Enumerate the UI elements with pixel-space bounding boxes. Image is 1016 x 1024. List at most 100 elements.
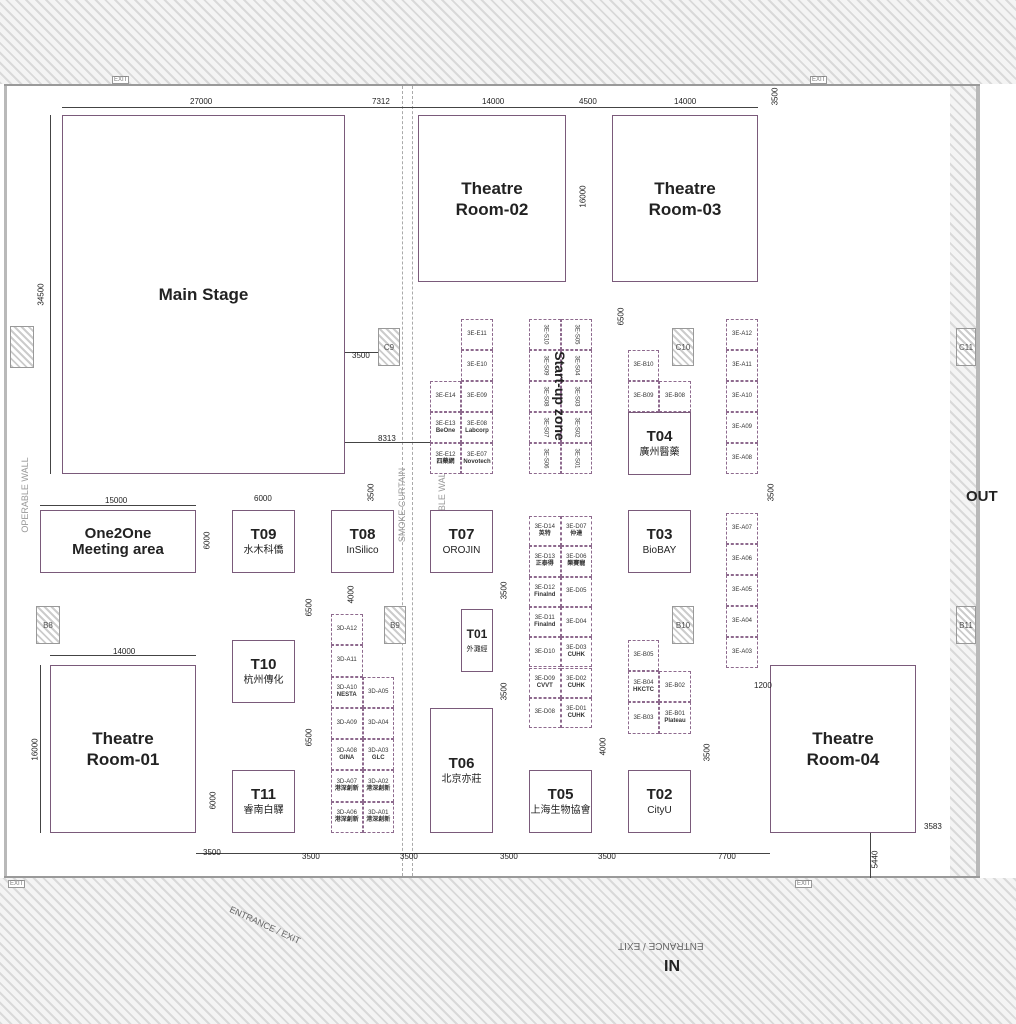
stall-3e-d05[interactable]: 3E-D05 bbox=[560, 576, 592, 607]
stall-3e-s03[interactable]: 3E-S03 bbox=[560, 381, 592, 412]
stall-code: 3D-A09 bbox=[336, 719, 357, 726]
booth-t02[interactable]: T02 CityU bbox=[628, 770, 691, 833]
dim-4000a: 4000 bbox=[346, 585, 356, 604]
dim-3500g: 3500 bbox=[203, 848, 221, 857]
dim-5440: 5440 bbox=[870, 850, 880, 869]
dim-line-16000b bbox=[40, 665, 41, 833]
stall-3e-d04[interactable]: 3E-D04 bbox=[560, 606, 592, 638]
stall-3e-s05[interactable]: 3E-S05 bbox=[560, 319, 592, 350]
booth-t07[interactable]: T07 OROJIN bbox=[430, 510, 493, 573]
dim-8313: 8313 bbox=[378, 434, 396, 443]
booth-t04[interactable]: T04 廣州醫藥 bbox=[628, 412, 691, 475]
stall-code: 3E-A06 bbox=[731, 556, 752, 562]
stall-code: 3E-D12 bbox=[534, 584, 555, 591]
dim-14000b: 14000 bbox=[674, 97, 697, 106]
stall-3e-a03[interactable]: 3E-A03 bbox=[726, 637, 758, 668]
booth-t03[interactable]: T03 BioBAY bbox=[628, 510, 691, 573]
booth-t05[interactable]: T05 上海生物協會 bbox=[529, 770, 592, 833]
booth-name: 外灘經 bbox=[466, 645, 488, 653]
stall-3d-a09[interactable]: 3D-A09 bbox=[331, 707, 363, 740]
stall-3e-a06[interactable]: 3E-A06 bbox=[726, 544, 758, 575]
theatre-room-04[interactable]: Theatre Room-04 bbox=[770, 665, 916, 833]
stall-3e-b10[interactable]: 3E-B10 bbox=[628, 350, 659, 381]
stall-3e-d08[interactable]: 3E-D08 bbox=[529, 697, 561, 729]
booth-t09[interactable]: T09 水木科僑 bbox=[232, 510, 295, 573]
stall-3e-e14[interactable]: 3E-E14 bbox=[430, 381, 461, 412]
stall-3e-b08[interactable]: 3E-B08 bbox=[659, 381, 691, 412]
one2one-meeting-area[interactable]: One2One Meeting area bbox=[40, 510, 196, 573]
stall-3e-s04[interactable]: 3E-S04 bbox=[560, 350, 592, 381]
booth-code: T03 bbox=[646, 525, 673, 543]
stall-3e-s06[interactable]: 3E-S06 bbox=[529, 443, 561, 474]
dim-7700: 7700 bbox=[718, 852, 736, 861]
booth-t08[interactable]: T08 InSilico bbox=[331, 510, 394, 573]
stall-3e-b03[interactable]: 3E-B03 bbox=[628, 702, 659, 734]
stall-3e-b02[interactable]: 3E-B02 bbox=[659, 671, 691, 702]
stall-3e-e10[interactable]: 3E-E10 bbox=[461, 350, 493, 381]
stall-3e-s09[interactable]: 3E-S09 bbox=[529, 350, 561, 381]
stall-3e-a05[interactable]: 3E-A05 bbox=[726, 575, 758, 606]
dim-1200: 1200 bbox=[754, 681, 772, 690]
booth-name: 上海生物協會 bbox=[530, 804, 591, 816]
stall-3e-a04[interactable]: 3E-A04 bbox=[726, 606, 758, 637]
stall-3e-s08[interactable]: 3E-S08 bbox=[529, 381, 561, 412]
stall-3e-d10[interactable]: 3E-D10 bbox=[529, 637, 561, 668]
pillar-c11: C11 bbox=[956, 328, 976, 366]
booth-t01[interactable]: T01 外灘經 bbox=[461, 609, 493, 672]
theatre-room-01[interactable]: Theatre Room-01 bbox=[50, 665, 196, 833]
stall-3e-s01[interactable]: 3E-S01 bbox=[560, 443, 592, 474]
stall-3e-s02[interactable]: 3E-S02 bbox=[560, 412, 592, 443]
stall-3e-e09[interactable]: 3E-E09 bbox=[461, 381, 493, 412]
stall-3d-a12[interactable]: 3D-A12 bbox=[331, 614, 363, 646]
stall-3d-a11[interactable]: 3D-A11 bbox=[331, 645, 363, 677]
stall-3e-s10[interactable]: 3E-S10 bbox=[529, 319, 561, 350]
stall-3e-a09[interactable]: 3E-A09 bbox=[726, 412, 758, 443]
booth-t10[interactable]: T10 杭州傳化 bbox=[232, 640, 295, 703]
stall-3d-a04[interactable]: 3D-A04 bbox=[362, 707, 394, 740]
stall-3e-a11[interactable]: 3E-A11 bbox=[726, 350, 758, 381]
theatre-room-01-line1: Theatre bbox=[92, 729, 154, 748]
theatre-room-02[interactable]: Theatre Room-02 bbox=[418, 115, 566, 282]
stall-3e-b05[interactable]: 3E-B05 bbox=[628, 640, 659, 671]
theatre-room-03[interactable]: Theatre Room-03 bbox=[612, 115, 758, 282]
stall-3e-a07[interactable]: 3E-A07 bbox=[726, 513, 758, 544]
booth-t06[interactable]: T06 北京亦莊 bbox=[430, 708, 493, 833]
stall-3e-s07[interactable]: 3E-S07 bbox=[529, 412, 561, 443]
booth-t11[interactable]: T11 睿南白驛 bbox=[232, 770, 295, 833]
stall-3e-a12[interactable]: 3E-A12 bbox=[726, 319, 758, 350]
stall-3e-e11[interactable]: 3E-E11 bbox=[461, 319, 493, 350]
one2one-line2: Meeting area bbox=[72, 540, 164, 558]
stall-3e-a10[interactable]: 3E-A10 bbox=[726, 381, 758, 412]
stall-3d-a05[interactable]: 3D-A05 bbox=[362, 676, 394, 708]
stall-3e-b09[interactable]: 3E-B09 bbox=[628, 381, 659, 412]
dim-3500-top: 3500 bbox=[770, 87, 780, 106]
stall-3e-a08[interactable]: 3E-A08 bbox=[726, 443, 758, 474]
pillar-left-top bbox=[10, 326, 34, 368]
stall-code: 3D-A08 bbox=[336, 747, 357, 754]
main-stage[interactable]: Main Stage bbox=[62, 115, 345, 474]
